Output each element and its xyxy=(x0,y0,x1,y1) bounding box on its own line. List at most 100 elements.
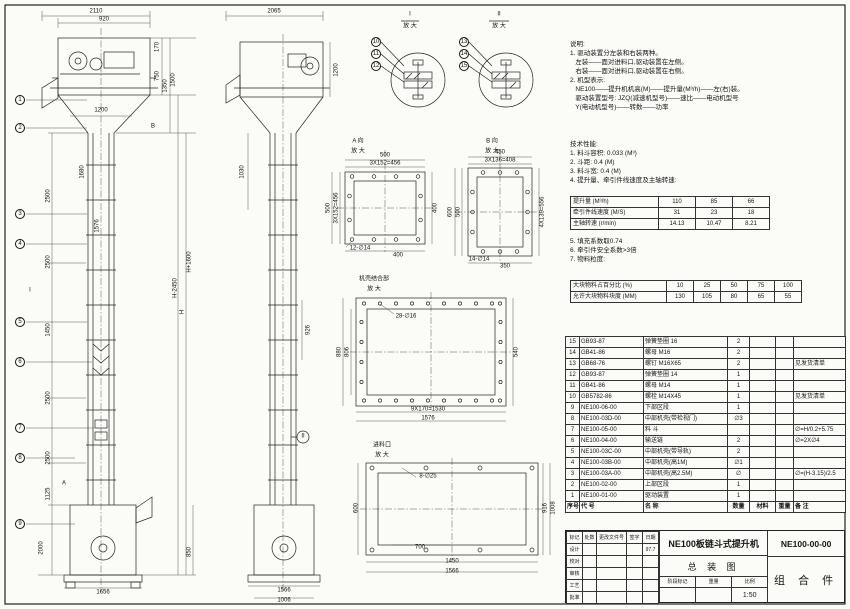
table-cell xyxy=(775,468,794,480)
table-cell xyxy=(626,579,643,592)
table-cell xyxy=(775,336,794,348)
table-cell xyxy=(596,591,627,604)
table-cell xyxy=(582,579,597,592)
bom-header-cell: 代 号 xyxy=(579,501,644,513)
table-cell: 允许大块物料块度 (MM) xyxy=(570,291,667,303)
text-line: 3. 料斗宽: 0.4 (M) xyxy=(570,168,621,175)
table-cell: 弹簧垫圈 14 xyxy=(643,369,728,381)
table-cell xyxy=(793,347,846,359)
table-cell xyxy=(749,435,776,447)
table-row: 标记处数更改文件号签字日期 xyxy=(566,531,659,544)
table-cell: 2 xyxy=(727,446,750,458)
table-cell xyxy=(775,490,794,502)
table-cell xyxy=(596,543,627,556)
text-line: 1. 料斗容积: 0.033 (M³) xyxy=(570,150,637,157)
scale-label: 比例 xyxy=(732,577,768,588)
table-cell: 1 xyxy=(727,479,750,491)
table-cell: 批准 xyxy=(566,591,583,604)
table-cell: ∅3 xyxy=(727,413,750,425)
table-cell xyxy=(749,336,776,348)
table-cell xyxy=(775,424,794,436)
table-cell: 130 xyxy=(666,291,694,303)
table-cell: NE100-03D-00 xyxy=(579,413,644,425)
table-cell xyxy=(793,380,846,392)
table-cell xyxy=(727,424,750,436)
bom-header-cell: 备 注 xyxy=(793,501,846,513)
table-cell: 更改文件号 xyxy=(596,531,627,544)
tech-performance-lines: 技术性能:1. 料斗容积: 0.033 (M³)2. 斗距: 0.4 (M)3.… xyxy=(570,140,842,185)
table-cell xyxy=(749,479,776,491)
table-cell xyxy=(642,591,659,604)
text-line: 2. 斗距: 0.4 (M) xyxy=(570,159,615,166)
table-cell: 65 xyxy=(747,291,775,303)
scale-value: 1:50 xyxy=(742,591,757,599)
table-cell: 14 xyxy=(565,347,580,359)
table-cell xyxy=(775,358,794,370)
table-cell: 9 xyxy=(565,402,580,414)
text-line: NE100——提升机机高(M)——提升量(M³/h)——左(右)装。 xyxy=(570,86,744,93)
table-cell: 标记 xyxy=(566,531,583,544)
text-line: 右装——面对进料口,驱动装置在右侧。 xyxy=(570,68,688,75)
table-cell xyxy=(626,543,643,556)
bom-header-cell: 重量 xyxy=(775,501,794,513)
table-cell xyxy=(582,543,597,556)
table-cell xyxy=(793,446,846,458)
detail-view-B xyxy=(454,156,540,264)
table-cell xyxy=(775,391,794,403)
table-cell: 50 xyxy=(720,280,748,292)
scale-row: 阶段标记 重量 比例 1:50 xyxy=(660,577,768,602)
table-cell xyxy=(775,402,794,414)
table-cell: 下部区段 xyxy=(643,402,728,414)
table-cell xyxy=(749,424,776,436)
table-cell: 14.13 xyxy=(658,218,696,230)
table-cell xyxy=(626,567,643,580)
text-line: 4. 提升量、牵引件线速度及主轴转速: xyxy=(570,177,677,184)
table-cell xyxy=(626,591,643,604)
detail-view-A xyxy=(331,159,433,252)
casing-joint-detail xyxy=(342,297,514,422)
inlet-flange-detail xyxy=(357,462,551,573)
table-cell: GB41-86 xyxy=(579,380,644,392)
table-cell: 料 斗 xyxy=(643,424,728,436)
text-line: Y(电动机型号)——转数——功率 xyxy=(570,104,669,111)
table-cell xyxy=(582,567,597,580)
table-cell: 主轴转速 (r/min) xyxy=(570,218,659,230)
table-cell: 97.7 xyxy=(642,543,659,556)
table-cell: 23 xyxy=(695,207,733,219)
table-cell xyxy=(793,413,846,425)
table-cell: GB93-87 xyxy=(579,369,644,381)
table-cell: 螺钉 M16X65 xyxy=(643,358,728,370)
weight-cell: 重量 xyxy=(696,577,733,602)
table-cell xyxy=(596,579,627,592)
bom-header-cell: 序号 xyxy=(565,501,580,513)
table-row: 工艺 xyxy=(566,579,659,592)
table-cell: NE100-03C-00 xyxy=(579,446,644,458)
table-cell: 中部机壳(带导轨) xyxy=(643,446,728,458)
table-cell: 螺母 M14 xyxy=(643,380,728,392)
table-cell: 110 xyxy=(658,196,696,208)
table-cell: 55 xyxy=(774,291,802,303)
table-cell: ∅ xyxy=(727,468,750,480)
table-cell xyxy=(775,479,794,491)
table-cell: ∅=2X∅4 xyxy=(793,435,846,447)
title-block-right: NE100-00-00 组 合 件 xyxy=(767,531,844,602)
table-cell: NE100-02-00 xyxy=(579,479,644,491)
table-cell: 牵引件线速度 (M/S) xyxy=(570,207,659,219)
table-cell: 中部机壳(带检视门) xyxy=(643,413,728,425)
table-cell xyxy=(793,490,846,502)
table-cell: 日期 xyxy=(642,531,659,544)
text-line: 1. 驱动装置分左装和右装两种。 xyxy=(570,50,662,57)
scale-cell: 比例 1:50 xyxy=(732,577,768,602)
text-line: 说明: xyxy=(570,41,585,48)
table-cell: 13 xyxy=(565,358,580,370)
table-cell: 1 xyxy=(727,402,750,414)
